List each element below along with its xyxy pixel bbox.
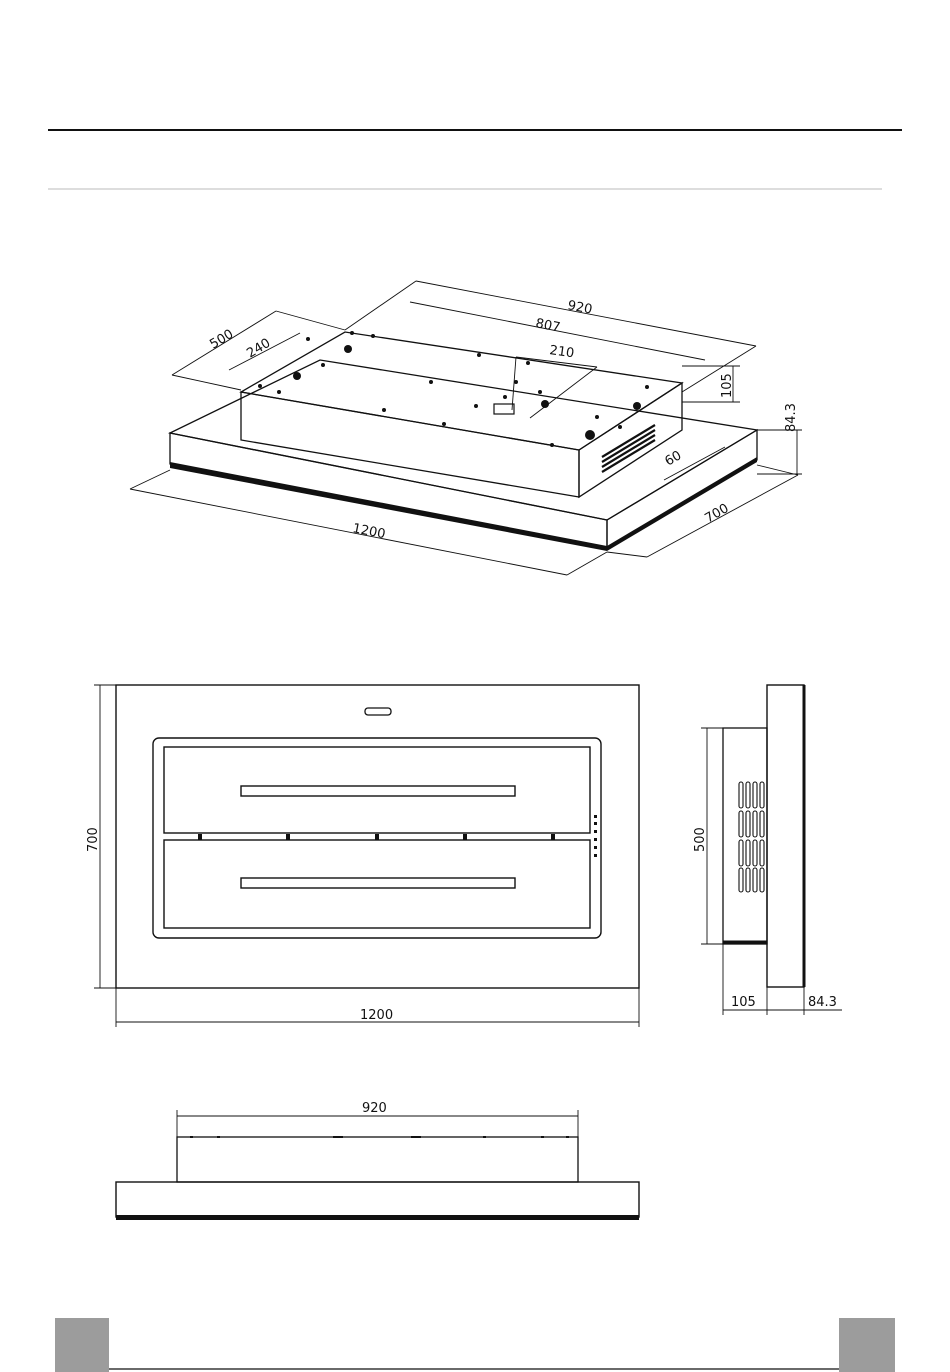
iso-dim-700: 700 <box>703 501 732 526</box>
bottom-view: 920 <box>116 1101 639 1220</box>
iso-dim-1200: 1200 <box>351 521 386 542</box>
iso-dim-920: 920 <box>566 298 593 317</box>
side-view: 500 105 84.3 <box>693 685 842 1015</box>
footer-tab-left <box>55 1318 109 1372</box>
side-dim-105: 105 <box>731 995 756 1010</box>
iso-dim-807: 807 <box>534 316 561 335</box>
page-footer <box>55 1318 895 1372</box>
bottom-dim-920: 920 <box>362 1101 387 1116</box>
iso-dim-84-3: 84.3 <box>784 403 799 432</box>
front-view: 700 1200 <box>86 685 639 1027</box>
isometric-view: 1200 700 84.3 105 920 807 500 240 210 60 <box>130 281 802 575</box>
iso-dim-60: 60 <box>663 448 685 469</box>
iso-dim-240: 240 <box>244 336 273 362</box>
footer-tab-right <box>839 1318 895 1372</box>
front-dim-1200: 1200 <box>360 1008 393 1023</box>
iso-dim-105: 105 <box>720 373 735 398</box>
side-dim-500: 500 <box>693 827 708 852</box>
side-vent-grille <box>739 782 764 892</box>
iso-dim-210: 210 <box>548 343 575 361</box>
side-dim-84-3: 84.3 <box>808 995 837 1010</box>
front-dim-700: 700 <box>86 827 101 852</box>
iso-dim-500: 500 <box>207 327 236 353</box>
